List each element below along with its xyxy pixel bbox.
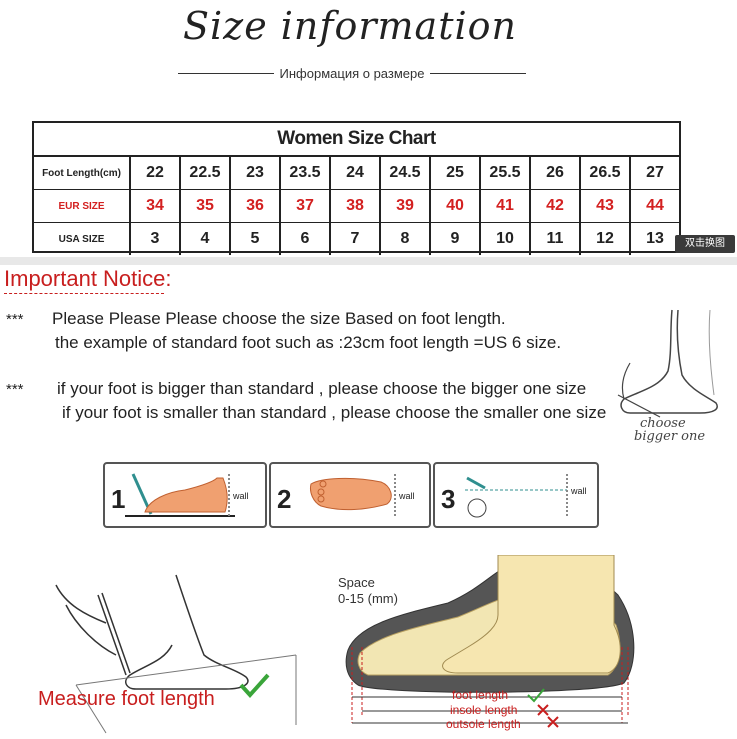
measure-steps: 1 wall 2 wall 3 wall	[103, 462, 599, 528]
svg-text:wall: wall	[398, 491, 415, 501]
step-3-panel: 3 wall	[433, 462, 599, 528]
size-chart: Women Size Chart Foot Length(cm) 22 22.5…	[32, 121, 681, 255]
usa-size-row: USA SIZE 3 4 5 6 7 8 9 10 11 12 13	[34, 223, 679, 255]
svg-text:3: 3	[441, 484, 455, 514]
subtitle: Информация о размере	[178, 63, 527, 83]
step-3-illustration: 3 wall	[441, 474, 587, 518]
notice-line-1: Please Please Please choose the size Bas…	[52, 309, 506, 328]
table-cell: 9	[431, 223, 481, 255]
notice-line-4: if your foot is smaller than standard , …	[62, 403, 607, 422]
table-cell: 26	[531, 157, 581, 189]
table-cell: 10	[481, 223, 531, 255]
table-cell: 24.5	[381, 157, 431, 189]
table-cell: 36	[231, 190, 281, 222]
switch-image-badge[interactable]: 双击换图	[675, 235, 735, 253]
table-cell: 23.5	[281, 157, 331, 189]
bullet-stars: ***	[6, 381, 24, 398]
table-cell: 6	[281, 223, 331, 255]
table-cell: 11	[531, 223, 581, 255]
choose-bigger-text-1: choose	[640, 416, 686, 431]
table-cell: 7	[331, 223, 381, 255]
divider-line	[178, 72, 274, 74]
notice-band	[0, 257, 737, 265]
bullet-stars: ***	[6, 311, 24, 328]
subtitle-text: Информация о размере	[279, 65, 425, 81]
table-cell: 44	[646, 197, 664, 214]
svg-text:1: 1	[111, 484, 125, 514]
outsole-length-label: outsole length	[446, 717, 521, 731]
table-cell: 22.5	[181, 157, 231, 189]
measure-foot-label: Measure foot length	[38, 688, 215, 710]
table-cell: 8	[381, 223, 431, 255]
step-2-illustration: 2 wall	[277, 474, 415, 516]
row-label: USA SIZE	[34, 223, 131, 255]
space-label-title: Space	[338, 575, 375, 590]
table-cell: 25.5	[481, 157, 531, 189]
table-cell: 24	[331, 157, 381, 189]
insole-length-label: insole length	[450, 703, 518, 717]
row-label: Foot Length(cm)	[34, 157, 131, 189]
table-cell: 27	[646, 164, 664, 181]
svg-text:wall: wall	[570, 486, 587, 496]
space-label-range: 0-15 (mm)	[338, 591, 398, 606]
table-cell: 4	[181, 223, 231, 255]
shoe-cross-section-illustration	[345, 555, 635, 728]
foot-length-row: Foot Length(cm) 22 22.5 23 23.5 24 24.5 …	[34, 157, 679, 190]
table-cell: 5	[231, 223, 281, 255]
eur-size-row: EUR SIZE 34 35 36 37 38 39 40 41 42 43 4…	[34, 190, 679, 223]
table-cell: 43	[581, 190, 631, 222]
svg-text:wall: wall	[232, 491, 249, 501]
table-cell: 40	[431, 190, 481, 222]
table-cell: 3	[131, 223, 181, 255]
row-label: EUR SIZE	[34, 190, 131, 222]
space-label: Space 0-15 (mm)	[338, 575, 398, 607]
table-cell: 25	[431, 157, 481, 189]
table-cell: 13	[646, 230, 664, 247]
table-cell: 35	[181, 190, 231, 222]
step-1-illustration: 1 wall	[111, 473, 249, 517]
foot-sketch-illustration: choose bigger one	[617, 309, 718, 444]
step-1-panel: 1 wall	[103, 462, 267, 528]
page-title: Size information	[183, 4, 517, 48]
size-chart-title: Women Size Chart	[34, 123, 679, 157]
table-cell: 39	[381, 190, 431, 222]
table-cell: 12	[581, 223, 631, 255]
svg-text:2: 2	[277, 484, 291, 514]
table-cell: 34	[131, 190, 181, 222]
table-cell: 42	[531, 190, 581, 222]
table-cell: 41	[481, 190, 531, 222]
notice-heading: Important Notice:	[4, 266, 172, 291]
table-cell: 22	[131, 157, 181, 189]
notice-line-3: if your foot is bigger than standard , p…	[57, 379, 587, 398]
table-cell: 38	[331, 190, 381, 222]
notice-underline	[4, 293, 164, 295]
foot-length-label: foot length	[452, 688, 509, 702]
notice-line-2: the example of standard foot such as :23…	[55, 333, 562, 352]
table-cell: 37	[281, 190, 331, 222]
table-cell: 26.5	[581, 157, 631, 189]
choose-bigger-text-2: bigger one	[634, 429, 705, 444]
table-cell: 23	[231, 157, 281, 189]
step-2-panel: 2 wall	[269, 462, 431, 528]
divider-line	[430, 72, 527, 74]
measure-foot-illustration	[55, 574, 297, 734]
